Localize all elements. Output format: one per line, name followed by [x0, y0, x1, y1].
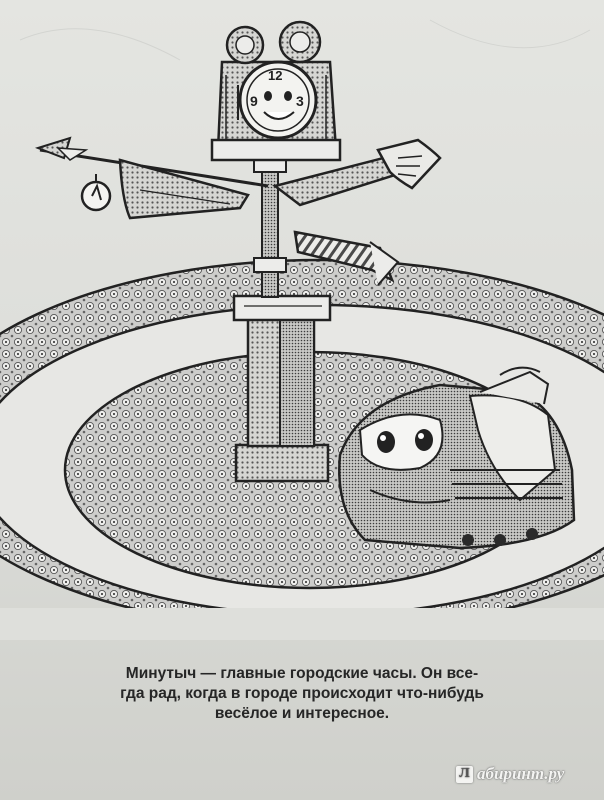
watermark-text: абиринт.ру: [477, 764, 565, 783]
clock-numeral-3: 3: [296, 93, 304, 109]
coloring-illustration: 9 12 3: [0, 19, 604, 632]
clock-head: 9 12 3: [210, 20, 342, 162]
labirint-logo-icon: Л: [456, 765, 473, 783]
train-character: [338, 366, 576, 550]
train-stripes: [450, 469, 563, 499]
weather-vane: [34, 136, 442, 286]
clock-numeral-12: 12: [268, 68, 282, 83]
caption-line-1: Минутыч — главные городские часы. Он все…: [125, 665, 479, 682]
stopwatch-icon: [80, 174, 112, 212]
labirint-watermark: Л абиринт.ру: [456, 764, 564, 784]
clock-pedestal: [232, 294, 332, 483]
train-eyes: [358, 413, 444, 471]
clock-face-eyes: [264, 91, 292, 101]
clock-pole: [253, 159, 287, 298]
hand-pointer: [396, 155, 423, 177]
clock-face: [238, 60, 318, 140]
caption: Минутыч — главные городские часы. Он все…: [60, 664, 544, 724]
clock-smile: [263, 111, 295, 120]
clock-numeral-9: 9: [250, 93, 258, 109]
caption-line-3: весёлое и интересное.: [214, 705, 390, 722]
train-wheels: [462, 528, 538, 546]
caption-line-2: гда рад, когда в городе происходит что-н…: [120, 685, 484, 702]
